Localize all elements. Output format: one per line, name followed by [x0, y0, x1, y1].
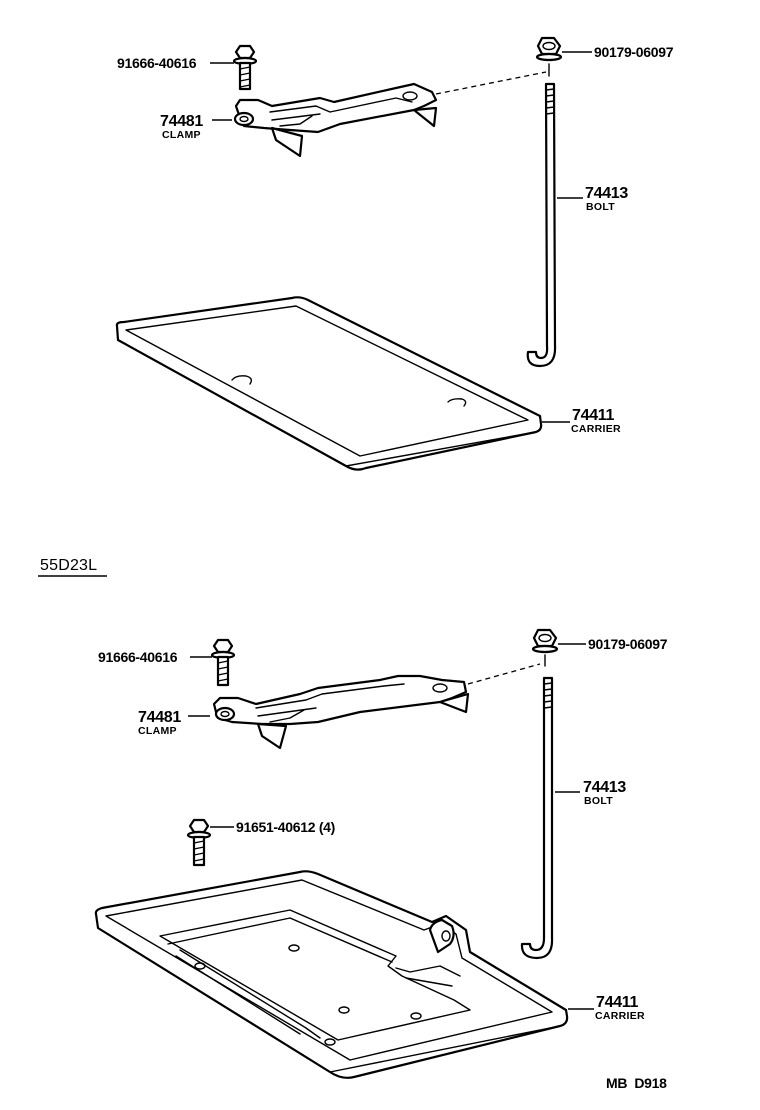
- bottom-flange-bolt-label: 91666-40616: [98, 649, 178, 665]
- bottom-j-bolt: [520, 676, 554, 960]
- bottom-flange-bolt: [210, 638, 236, 687]
- top-j-bolt: [526, 82, 557, 368]
- top-clamp: [233, 82, 438, 158]
- bottom-nut: [531, 628, 559, 667]
- top-carrier-number: 74411: [572, 407, 615, 424]
- top-clamp-number: 74481: [160, 113, 203, 130]
- top-bolt-name: BOLT: [586, 201, 615, 213]
- top-carrier-name: CARRIER: [571, 423, 621, 435]
- footer-code: MB D918: [606, 1075, 667, 1091]
- top-flange-bolt-label: 91666-40616: [117, 55, 197, 71]
- top-nut: [535, 36, 563, 77]
- top-assembly: 91666-40616 90179-06097 74481 CLAMP: [115, 36, 674, 471]
- bottom-assembly: 91666-40616 90179-06097 74481 CLAMP: [94, 628, 668, 1079]
- bottom-carrier-number: 74411: [596, 994, 639, 1011]
- top-flange-bolt: [232, 44, 258, 91]
- top-bolt-number: 74413: [585, 185, 628, 202]
- top-clamp-name: CLAMP: [162, 129, 201, 141]
- bottom-carrier-name: CARRIER: [595, 1010, 645, 1022]
- bottom-clamp-name: CLAMP: [138, 725, 177, 737]
- top-carrier: [115, 296, 543, 471]
- bottom-clamp-number: 74481: [138, 709, 181, 726]
- bottom-clamp: [212, 674, 470, 750]
- bottom-mount-bolt-label: 91651-40612 (4): [236, 819, 335, 835]
- top-nut-label: 90179-06097: [594, 44, 674, 60]
- section-header: 55D23L: [38, 557, 107, 577]
- section-label: 55D23L: [40, 557, 97, 574]
- bottom-bolt-number: 74413: [583, 779, 626, 796]
- bottom-carrier: [94, 870, 569, 1079]
- bottom-mount-bolt: [186, 818, 212, 867]
- bottom-bolt-name: BOLT: [584, 795, 613, 807]
- bottom-nut-label: 90179-06097: [588, 636, 668, 652]
